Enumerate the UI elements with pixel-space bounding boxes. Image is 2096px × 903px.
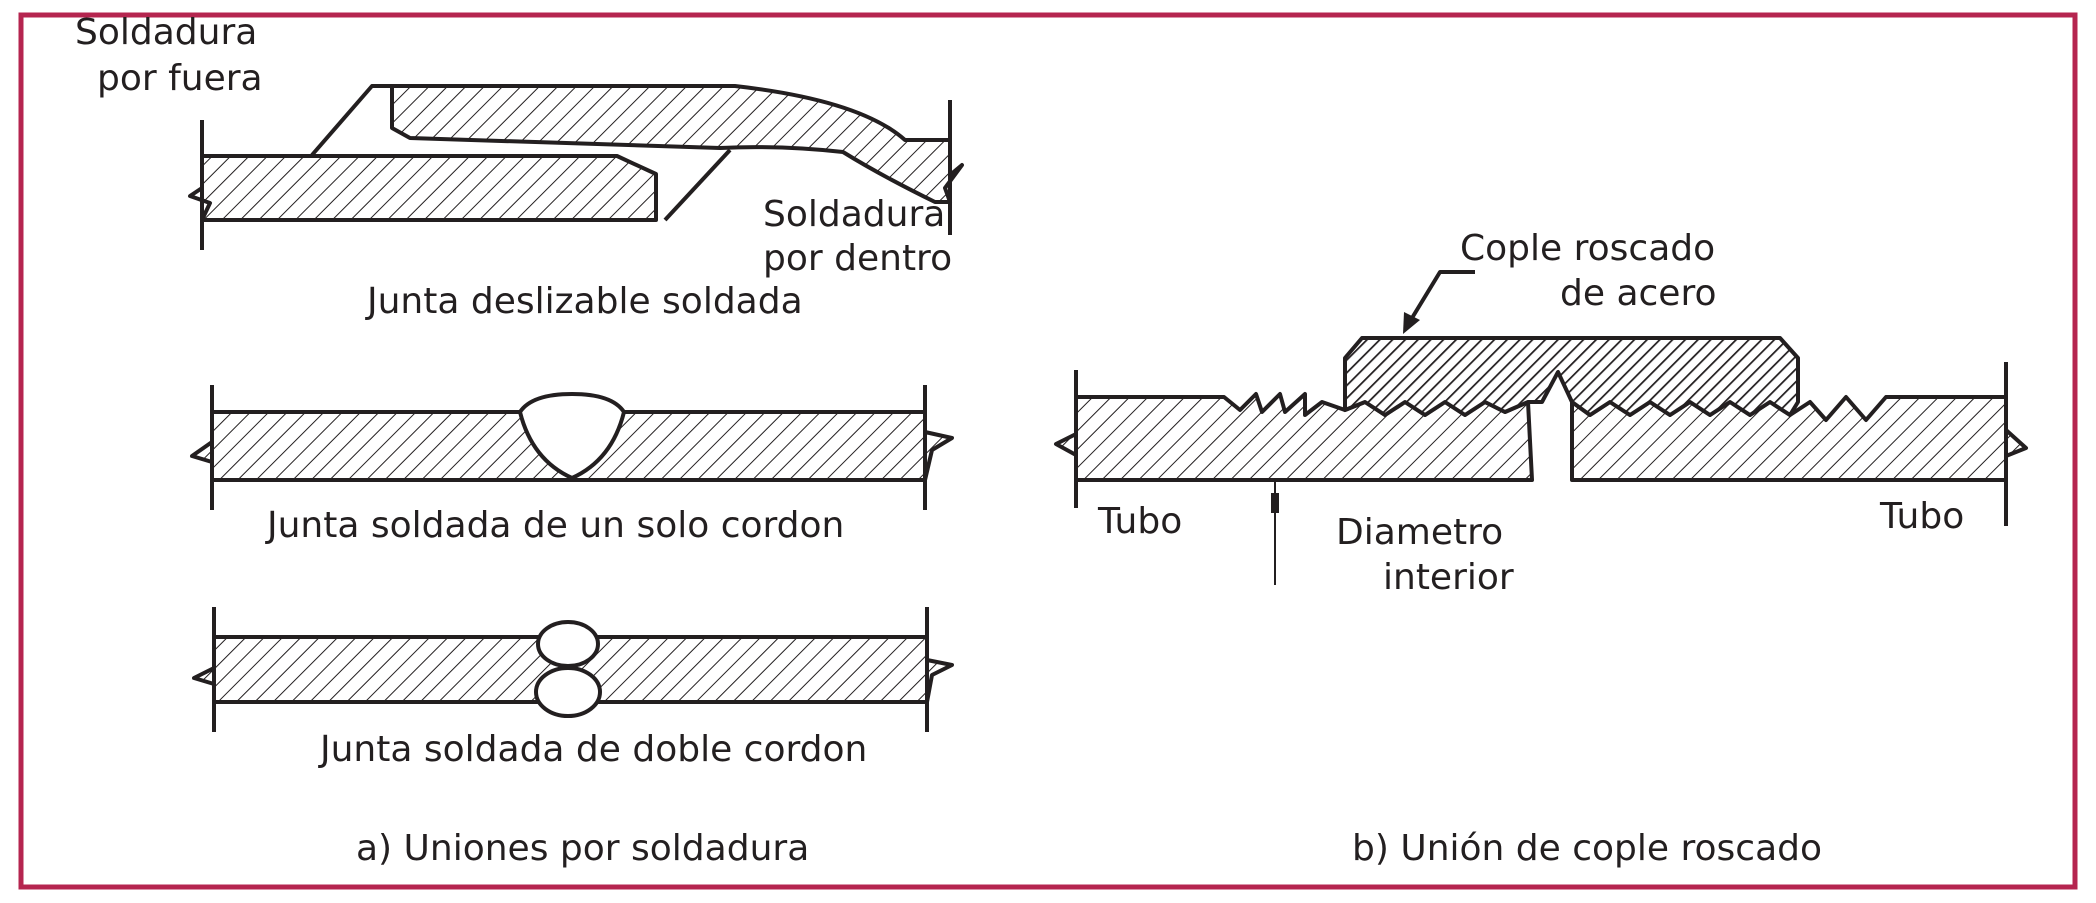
outside-weld-label-line2: por fuera	[97, 58, 263, 99]
caption-b: b) Unión de cople roscado	[1352, 828, 1822, 869]
single-bead-title: Junta soldada de un solo cordon	[265, 505, 844, 546]
threaded-coupling-drawing	[1054, 270, 2028, 585]
tube-left-label: Tubo	[1097, 501, 1182, 542]
single-bead-drawing	[190, 385, 954, 510]
inside-weld-label-line1: Soldadura	[763, 194, 945, 235]
double-bead-title: Junta soldada de doble cordon	[318, 729, 867, 770]
slip-joint-drawing	[188, 84, 964, 250]
inside-weld-label-line2: por dentro	[763, 238, 952, 279]
inner-diameter-label-line2: interior	[1383, 557, 1514, 598]
coupling-label-line2: de acero	[1560, 273, 1716, 314]
inner-diameter-label-line1: Diametro	[1336, 512, 1503, 553]
tube-right-label: Tubo	[1879, 496, 1964, 537]
coupling-label-line1: Cople roscado	[1460, 228, 1715, 269]
outside-weld-label-line1: Soldadura	[75, 12, 257, 53]
slip-joint-title: Junta deslizable soldada	[365, 281, 803, 322]
caption-a: a) Uniones por soldadura	[356, 828, 809, 869]
figure-frame	[18, 12, 2078, 890]
double-bead-drawing	[192, 607, 954, 732]
